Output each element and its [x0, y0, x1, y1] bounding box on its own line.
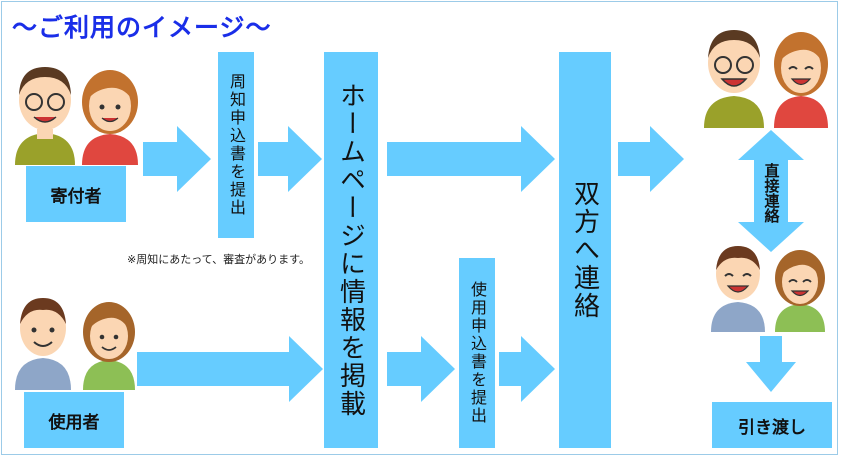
- result-user-man-figure: [711, 246, 765, 332]
- diagram-title: ～ご利用のイメージ～: [12, 13, 272, 42]
- user-woman-figure: [83, 302, 135, 390]
- result-donor-woman-figure: [774, 32, 828, 128]
- donor-box: 寄付者: [26, 166, 126, 222]
- donor-woman-figure: [82, 70, 138, 165]
- arrow-to-handover: [746, 336, 796, 392]
- result-donor-man-figure: [704, 30, 764, 128]
- donor-man-figure: [15, 67, 75, 165]
- result-user-woman-figure: [775, 250, 825, 332]
- arrow-contact-to-result: [618, 126, 684, 192]
- arrow-double-vertical: [738, 130, 804, 252]
- handover-box: 引き渡し: [712, 402, 832, 448]
- direct-contact-label: 直接連絡: [762, 163, 781, 223]
- arrow-homepage-to-use-application: [387, 336, 455, 402]
- user-man-figure: [15, 298, 71, 390]
- notice-application-box: 周知申込書を提出: [218, 52, 254, 238]
- use-application-box: 使用申込書を提出: [459, 258, 495, 448]
- contact-both-box: 双方へ連絡: [559, 52, 611, 448]
- arrow-homepage-to-contact: [387, 126, 555, 192]
- arrow-notice-to-homepage: [258, 126, 322, 192]
- arrow-use-application-to-contact: [499, 336, 555, 402]
- arrow-user-to-homepage: [137, 336, 323, 402]
- arrow-donor-to-notice: [143, 126, 211, 192]
- user-box: 使用者: [24, 392, 124, 448]
- homepage-posting-box: ホームページに情報を掲載: [324, 52, 378, 448]
- screening-note: ※周知にあたって、審査があります。: [127, 253, 311, 266]
